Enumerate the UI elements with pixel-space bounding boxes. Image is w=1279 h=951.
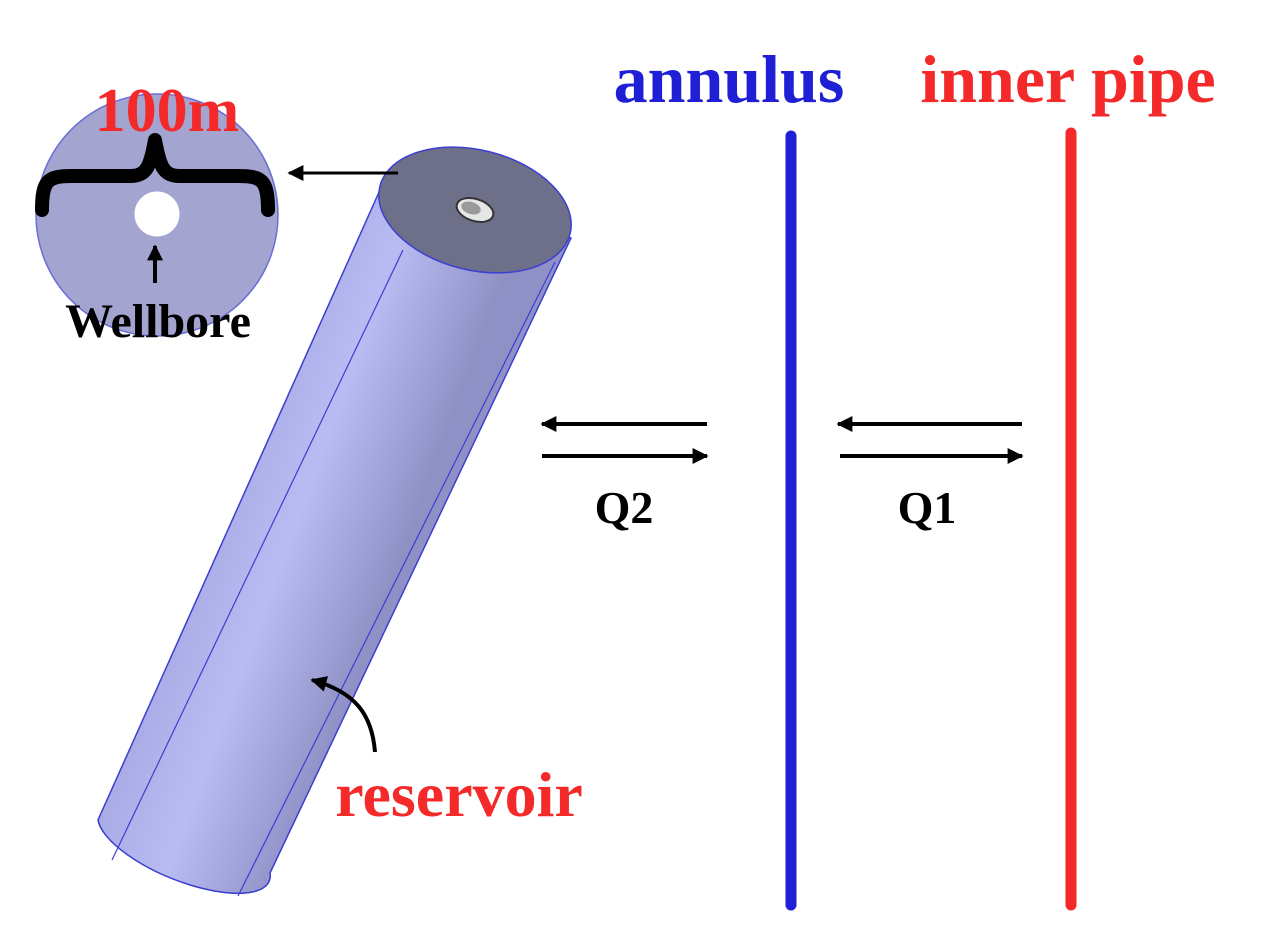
inner-pipe-label: inner pipe <box>920 41 1215 117</box>
cross-section-detail <box>35 93 279 337</box>
dimension-label: 100m <box>95 77 240 145</box>
curly-brace-icon <box>35 133 275 217</box>
wellbore-circle <box>134 191 180 237</box>
reservoir-cylinder <box>97 146 573 897</box>
q2-exchange-arrows <box>540 416 709 464</box>
q1-label: Q1 <box>898 482 957 533</box>
annulus-label: annulus <box>614 41 845 117</box>
wellbore-label: Wellbore <box>65 295 251 348</box>
cylinder-bottom-edge <box>97 819 271 894</box>
reservoir-pointer-arrow-icon <box>310 676 377 753</box>
q2-label: Q2 <box>595 482 654 533</box>
reservoir-label: reservoir <box>335 759 583 830</box>
q1-exchange-arrows <box>836 416 1024 464</box>
